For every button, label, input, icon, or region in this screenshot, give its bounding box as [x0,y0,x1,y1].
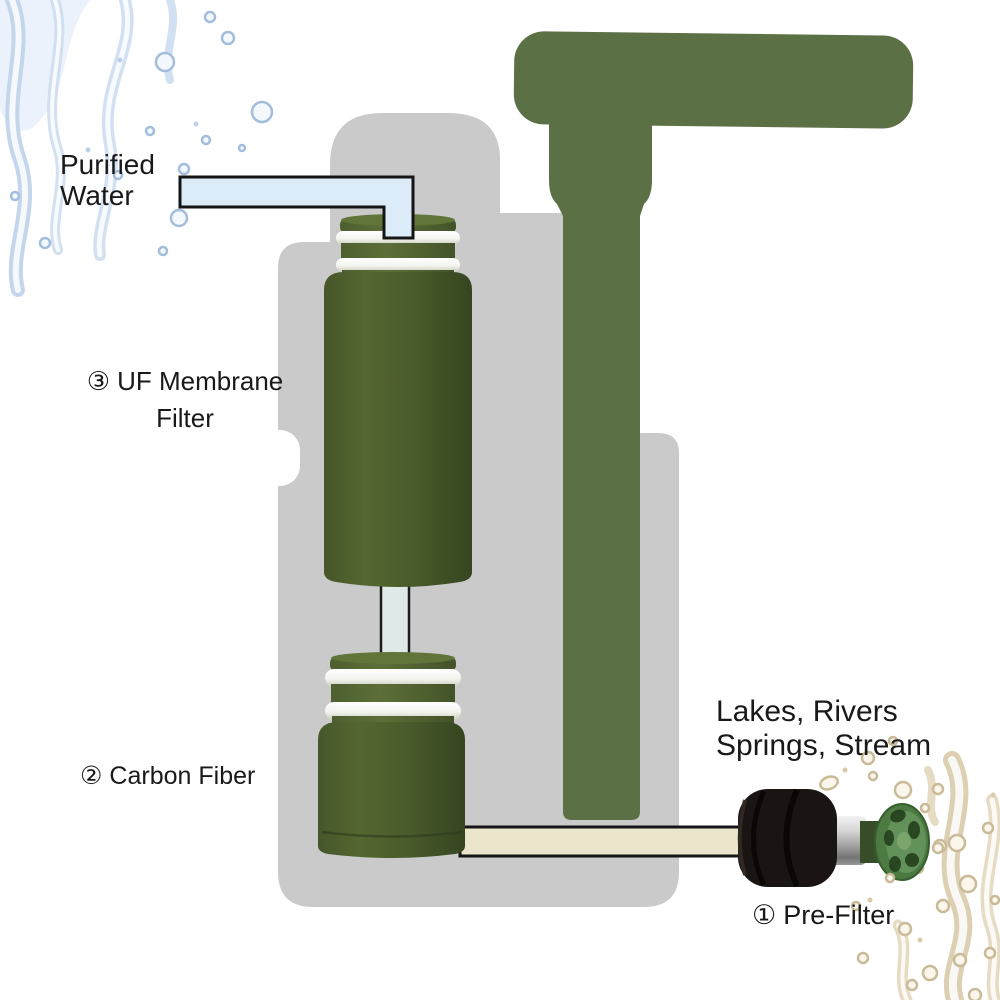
splash-stream-highlight [9,0,29,293]
thread-ring [336,258,460,272]
cap-top [331,652,455,664]
cap-hole [908,821,920,839]
water-droplet [819,775,839,791]
water-dot [867,897,873,903]
water-droplet [919,802,931,814]
water-droplet [38,236,52,250]
label-purified-water: Purified Water [60,149,155,211]
water-droplet [893,780,913,800]
water-droplet [867,770,879,782]
water-droplet [850,900,862,912]
water-droplet [220,30,236,46]
water-droplet [860,750,876,766]
thread-band [332,716,454,726]
intake-cap [874,803,930,881]
source-water-tube [458,825,762,858]
water-dot [85,147,91,153]
water-droplet [112,169,124,181]
water-droplet [958,874,978,894]
water-droplet [989,894,1000,906]
splash-stream [924,766,939,826]
filter-body [324,272,472,587]
carbon-fiber-filter [318,652,465,858]
water-droplet [931,782,945,796]
foam-highlight [737,799,747,876]
thread-ring [325,669,461,687]
label-text: Pre-Filter [783,900,895,930]
thread-band [341,243,455,261]
source-tube-shape [458,825,762,858]
water-droplet [154,51,176,73]
uf-membrane-filter [324,214,472,587]
water-droplet [887,735,899,747]
splash-stream-highlight [96,0,131,258]
water-droplet [884,872,896,884]
purified-tube-shape [178,175,415,240]
label-text: Carbon Fiber [109,762,256,790]
water-splash-bottom-right [819,735,1000,1000]
label-water-source: Lakes, Rivers Springs, Stream [716,695,931,763]
body-seam [321,830,463,838]
foam-float [737,788,837,888]
piston-rod [549,92,652,820]
water-droplet [905,978,919,992]
step-number: ② [80,762,103,790]
water-droplet [983,946,997,960]
water-droplet [9,190,21,202]
water-droplet [169,208,189,228]
thread-ring [325,702,461,720]
water-dot [193,121,199,127]
water-droplet [200,134,212,146]
pre-filter [737,788,945,888]
water-dot [990,792,996,798]
water-droplet [157,245,169,257]
label-line: Water [60,180,134,211]
water-dot [117,57,123,63]
filter-body [318,722,465,858]
water-droplet [203,10,217,24]
water-droplet [250,100,274,124]
pump-piston [549,92,652,820]
water-droplet [931,841,945,855]
foam-ridge [783,788,800,888]
water-droplet [947,833,967,853]
water-droplet [981,821,995,835]
cap-hole [890,809,906,823]
water-droplet [967,987,983,1000]
label-text: UF Membrane [117,366,284,396]
cap-hole [884,830,894,846]
splash-stream-highlight [946,756,968,1000]
step-number: ① [752,900,777,930]
water-droplet [177,162,191,176]
splash-stream-highlight [50,0,63,252]
label-line: Lakes, Rivers [716,695,898,728]
body-notch [258,430,300,486]
water-dot [917,937,923,943]
purified-water-tube [178,175,415,240]
water-dot [842,767,848,773]
label-line: Filter [156,403,214,433]
cap-hub [897,832,911,850]
water-droplet [935,898,951,914]
water-droplet [144,125,156,137]
foam-ridge [751,789,767,887]
cap-hole [889,856,901,872]
water-droplet [921,964,939,982]
water-droplet [952,952,968,968]
water-droplet [237,143,247,153]
label-line: Purified [60,149,155,180]
step-number: ③ [86,366,111,396]
water-droplet [856,951,870,965]
cap-hole [905,853,919,867]
splash-stream-highlight [984,797,998,1000]
label-line: Springs, Stream [716,729,932,762]
water-splash-top-left [0,0,274,297]
water-droplet [897,921,913,937]
thread-band [331,684,455,706]
